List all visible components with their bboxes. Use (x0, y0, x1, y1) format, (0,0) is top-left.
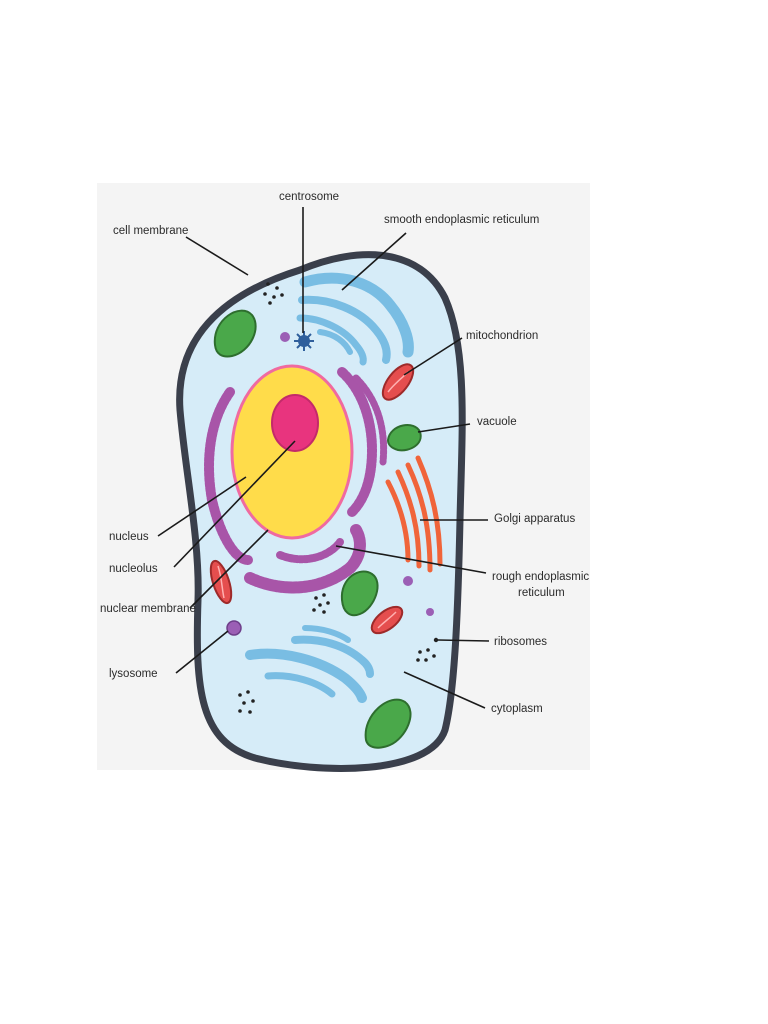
label-nuclear-membrane: nuclear membrane (100, 603, 196, 615)
label-lysosome: lysosome (109, 668, 158, 680)
vacuole-top-left-shape (213, 309, 257, 358)
vacuole-mid-shape (340, 570, 379, 617)
rough-er-bottom-shape (244, 524, 366, 594)
label-cell-membrane: cell membrane (113, 225, 188, 237)
label-nucleus: nucleus (109, 531, 149, 543)
ribosomes-cluster-right (416, 637, 439, 662)
ribosomes-cluster-mid (312, 593, 330, 614)
label-centrosome: centrosome (279, 191, 339, 203)
mitochondrion-bottom-shape (370, 605, 404, 635)
label-golgi: Golgi apparatus (494, 513, 575, 525)
smooth-er-top-shape (296, 272, 414, 366)
label-cytoplasm: cytoplasm (491, 703, 543, 715)
centrosome-shape (294, 331, 314, 351)
label-mitochondrion: mitochondrion (466, 330, 538, 342)
label-nucleolus: nucleolus (109, 563, 158, 575)
ribosomes-cluster-bottom (238, 690, 255, 714)
golgi-apparatus-shape (385, 455, 443, 573)
lysosome-small-3 (426, 608, 434, 616)
vacuole-right-shape (386, 424, 422, 452)
lysosome-small-2 (403, 576, 413, 586)
vacuole-bottom-shape (364, 698, 412, 749)
label-ribosomes: ribosomes (494, 636, 547, 648)
label-vacuole: vacuole (477, 416, 517, 428)
leader-lines (157, 207, 490, 709)
ribosomes-cluster-top (263, 282, 284, 305)
smooth-er-bottom-shape (245, 625, 374, 703)
lysosome-shape (226, 620, 242, 636)
label-rough-er-line1: rough endoplasmic (492, 571, 589, 583)
nucleus-shape (230, 364, 354, 540)
lysosome-small-1 (280, 332, 290, 342)
rough-er-right-shape (337, 367, 378, 517)
label-rough-er-line2: reticulum (518, 587, 565, 599)
nucleolus-shape (271, 394, 319, 452)
rough-er-right-inner-shape (352, 374, 388, 466)
label-smooth-er: smooth endoplasmic reticulum (384, 214, 539, 226)
